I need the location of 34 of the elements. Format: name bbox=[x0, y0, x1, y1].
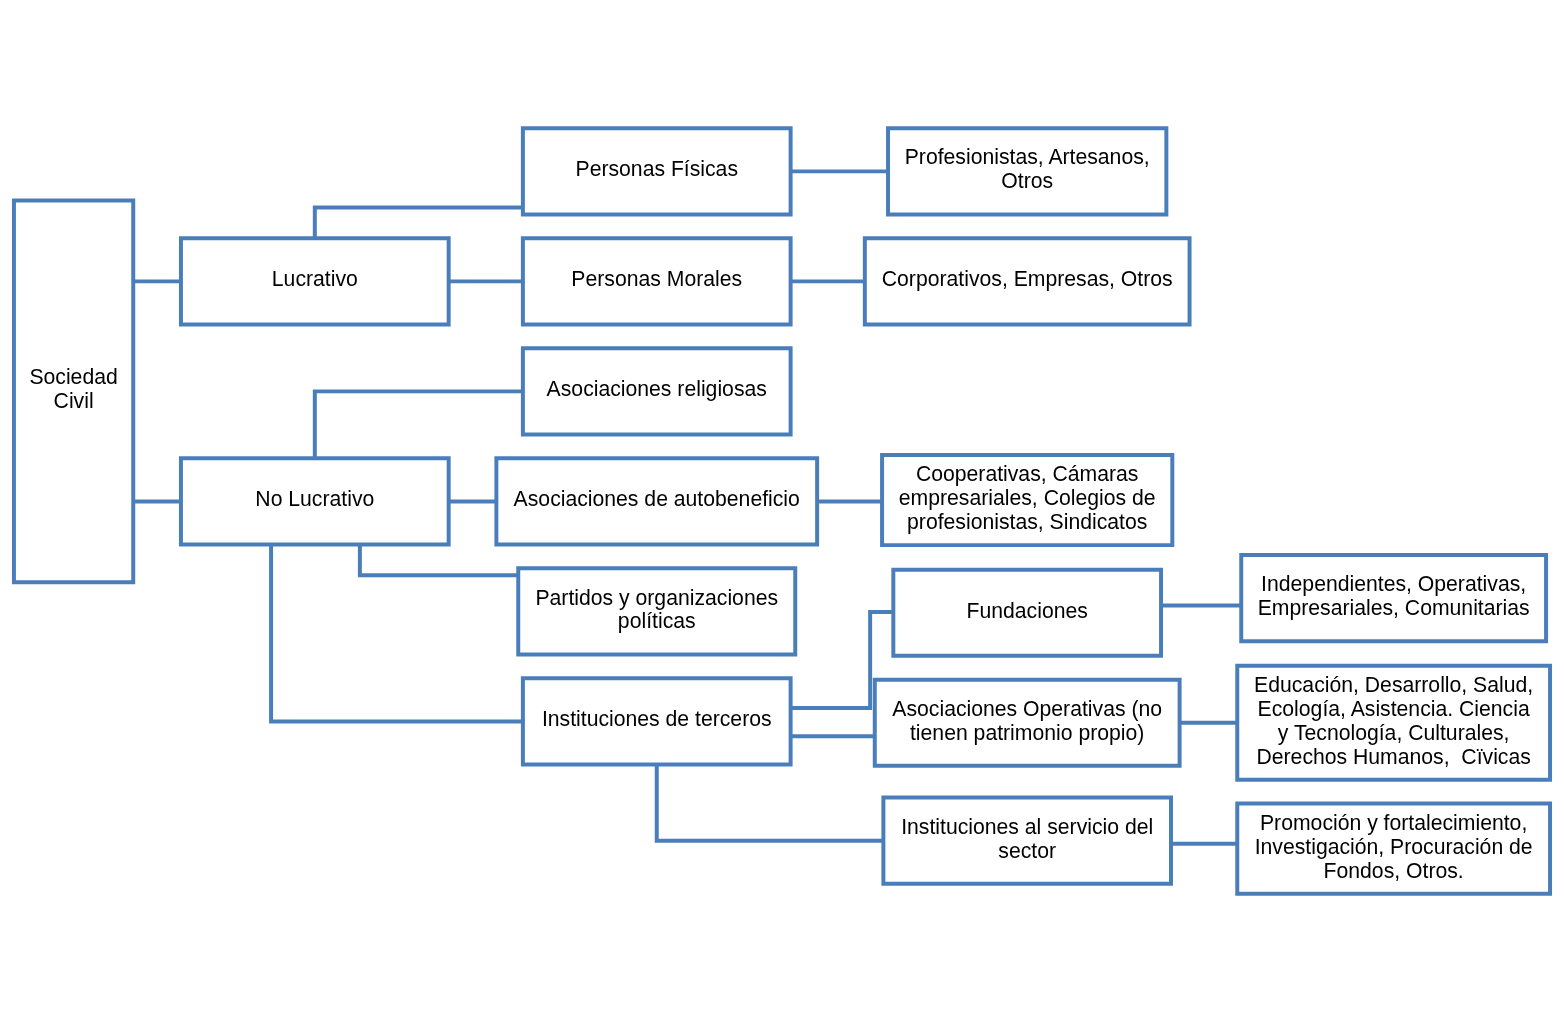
connector bbox=[133, 278, 181, 283]
node-box: No Lucrativo bbox=[178, 455, 451, 546]
node-box: Corporativos, Empresas, Otros bbox=[862, 235, 1192, 326]
node-box: Cooperativas, Cámaras empresariales, Colegios de profesionistas, Sindicatos bbox=[880, 452, 1175, 547]
node-box: Fundaciones bbox=[891, 567, 1164, 658]
connector bbox=[449, 498, 497, 503]
node-box: Instituciones al servicio del sector bbox=[881, 795, 1173, 886]
connector bbox=[1179, 720, 1237, 725]
node-box: Personas Físicas bbox=[520, 125, 793, 216]
connector bbox=[817, 498, 882, 503]
connector bbox=[654, 764, 883, 843]
connector bbox=[791, 168, 888, 173]
connector bbox=[357, 544, 518, 577]
connector bbox=[791, 733, 875, 738]
node-box: Independientes, Operativas, Empresariales, Comunitarias bbox=[1239, 552, 1549, 643]
connector bbox=[312, 205, 523, 238]
node-box: Lucrativo bbox=[178, 235, 451, 326]
node-box: Partidos y organizaciones políticas bbox=[516, 565, 798, 656]
connector bbox=[133, 498, 181, 503]
connector bbox=[1171, 841, 1237, 846]
node-box: Asociaciones de autobeneficio bbox=[494, 455, 820, 546]
node-box: Sociedad Civil bbox=[11, 198, 136, 584]
node-box: Asociaciones Operativas (no tienen patrimonio propio) bbox=[872, 677, 1182, 768]
node-box: Educación, Desarrollo, Salud, Ecología, Asistencia. Ciencia y Tecnología, Culturales, Derechos Humanos, Cïvicas bbox=[1235, 663, 1553, 782]
connector bbox=[312, 388, 523, 458]
connector bbox=[1161, 602, 1241, 607]
node-box: Asociaciones religiosas bbox=[520, 345, 793, 436]
node-box: Personas Morales bbox=[520, 235, 793, 326]
node-box: Profesionistas, Artesanos, Otros bbox=[886, 125, 1169, 216]
node-box: Instituciones de terceros bbox=[520, 675, 793, 766]
connector bbox=[269, 544, 523, 723]
node-box: Promoción y fortalecimiento, Investigación, Procuración de Fondos, Otros. bbox=[1235, 801, 1553, 896]
connector bbox=[791, 278, 865, 283]
connector bbox=[449, 278, 523, 283]
